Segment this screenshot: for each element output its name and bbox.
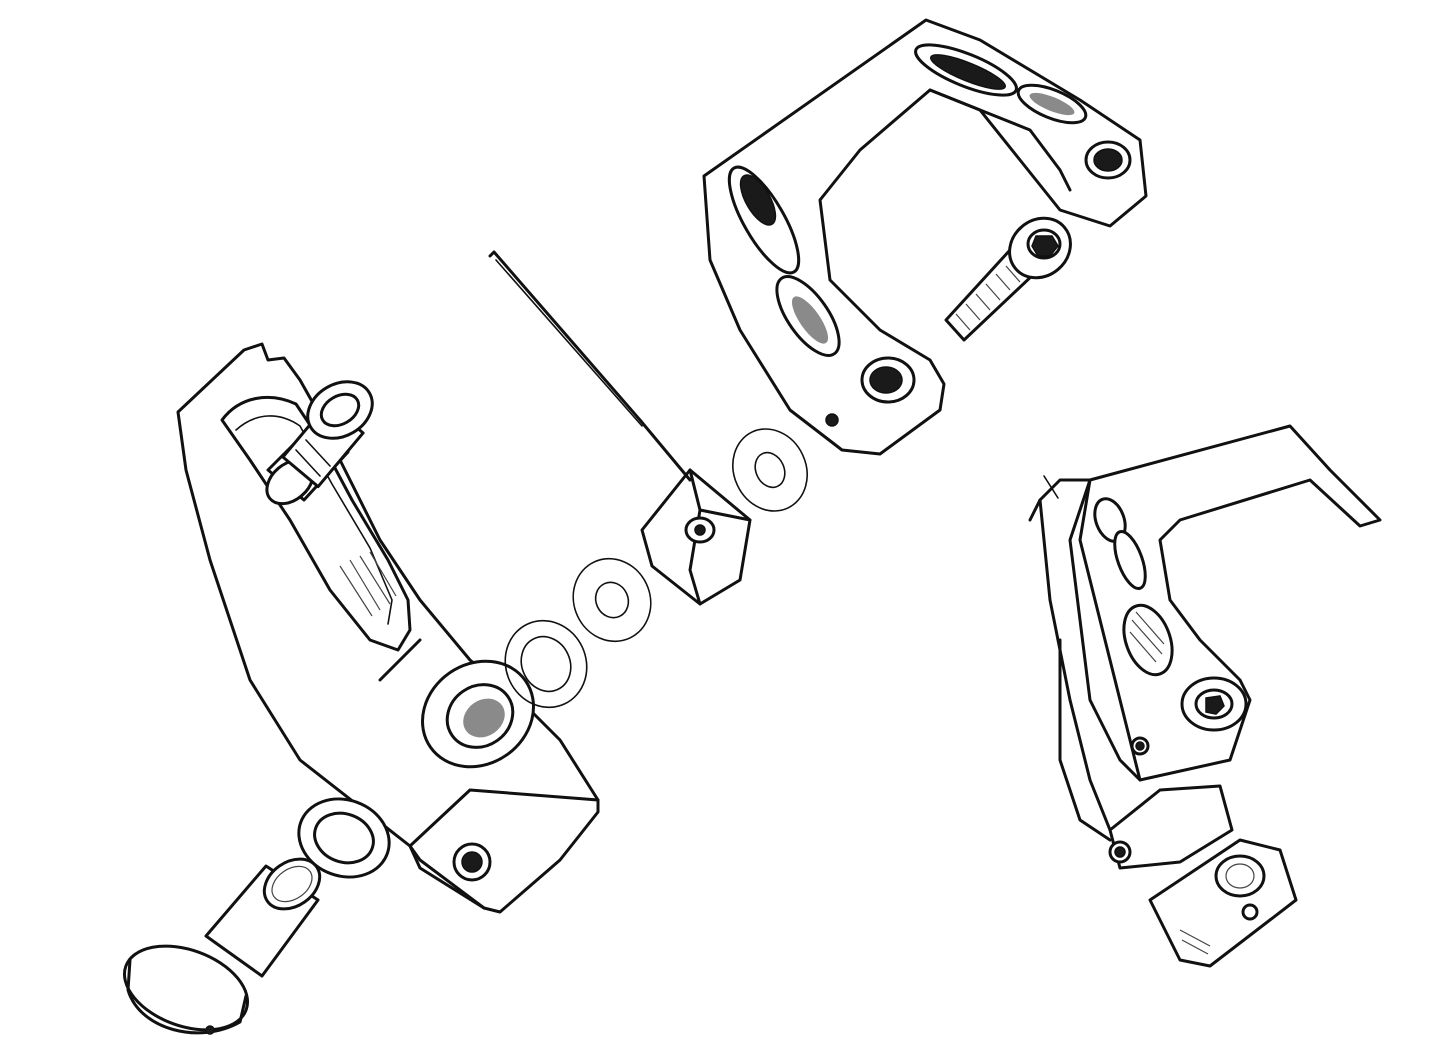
u-frame-bracket [702,18,1148,456]
pivot-pin [265,380,374,506]
bushing-sleeve [122,857,322,1035]
socket-head-bolt [944,216,1072,342]
flat-washers [504,428,808,709]
cable-clamp-block [640,468,752,606]
assembled-mechanism [1028,424,1382,968]
pivot-arm [176,342,600,914]
large-washer [297,797,391,879]
wire-spring [488,250,692,482]
